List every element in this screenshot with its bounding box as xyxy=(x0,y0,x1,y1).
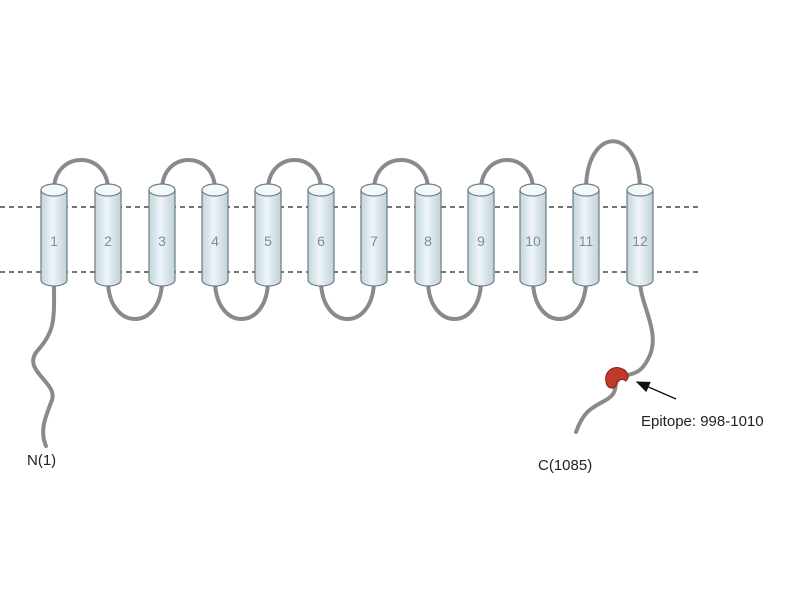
helix-body xyxy=(467,189,495,287)
c-terminal-tail xyxy=(574,278,655,434)
intracellular-loop xyxy=(531,278,588,321)
intracellular-loop xyxy=(319,278,376,321)
helix-body xyxy=(148,189,176,287)
helix-cap xyxy=(572,183,600,197)
helix-cap xyxy=(148,183,176,197)
transmembrane-helix: 4 xyxy=(201,183,229,287)
c-terminus-label: C(1085) xyxy=(538,457,592,474)
helix-body xyxy=(307,189,335,287)
transmembrane-helix: 2 xyxy=(94,183,122,287)
extracellular-loop xyxy=(479,158,535,192)
extracellular-loop xyxy=(584,139,642,192)
helix-cap xyxy=(626,183,654,197)
extracellular-loop xyxy=(52,158,110,192)
helix-number-label: 11 xyxy=(579,233,594,249)
extracellular-loop xyxy=(372,158,430,192)
transmembrane-helix: 1 xyxy=(40,183,68,287)
extracellular-loop xyxy=(160,158,217,192)
helix-body xyxy=(201,189,229,287)
intracellular-loop xyxy=(213,278,270,321)
helix-body xyxy=(94,189,122,287)
helix-body xyxy=(360,189,388,287)
helix-cap xyxy=(254,183,282,197)
transmembrane-helix: 7 xyxy=(360,183,388,287)
transmembrane-helix: 3 xyxy=(148,183,176,287)
helix-number-label: 6 xyxy=(317,233,325,249)
transmembrane-helix: 6 xyxy=(307,183,335,287)
epitope-arrow xyxy=(635,381,677,400)
intracellular-loop xyxy=(106,278,164,321)
helix-body xyxy=(254,189,282,287)
epitope-label: Epitope: 998-1010 xyxy=(641,413,764,430)
helix-cap xyxy=(201,183,229,197)
n-terminal-tail xyxy=(31,278,57,448)
helix-number-label: 12 xyxy=(632,233,648,249)
helix-cap xyxy=(519,183,547,197)
helix-number-label: 4 xyxy=(211,233,219,249)
helix-cap xyxy=(360,183,388,197)
helix-cap xyxy=(414,183,442,197)
transmembrane-helix: 8 xyxy=(414,183,442,287)
polypeptide-chain xyxy=(31,139,655,448)
helix-cap xyxy=(307,183,335,197)
transmembrane-helix: 12 xyxy=(626,183,654,287)
helix-number-label: 10 xyxy=(525,233,541,249)
helix-body xyxy=(40,189,68,287)
helix-number-label: 1 xyxy=(50,233,58,249)
helix-body xyxy=(414,189,442,287)
transmembrane-helix: 9 xyxy=(467,183,495,287)
helix-body xyxy=(626,189,654,287)
helix-number-label: 2 xyxy=(104,233,112,249)
epitope-marker xyxy=(605,367,629,389)
helix-cap xyxy=(40,183,68,197)
helix-body xyxy=(572,189,600,287)
transmembrane-helix: 10 xyxy=(519,183,547,287)
n-terminus-label: N(1) xyxy=(27,452,56,469)
transmembrane-helix: 5 xyxy=(254,183,282,287)
helix-cap xyxy=(467,183,495,197)
intracellular-loop xyxy=(426,278,483,321)
helix-number-label: 5 xyxy=(264,233,272,249)
extracellular-loop xyxy=(266,158,323,192)
helix-cap xyxy=(94,183,122,197)
helix-number-label: 8 xyxy=(424,233,432,249)
helix-body xyxy=(519,189,547,287)
helix-number-label: 3 xyxy=(158,233,166,249)
helix-number-label: 9 xyxy=(477,233,485,249)
transmembrane-helix: 11 xyxy=(572,183,600,287)
helix-number-label: 7 xyxy=(370,233,378,249)
